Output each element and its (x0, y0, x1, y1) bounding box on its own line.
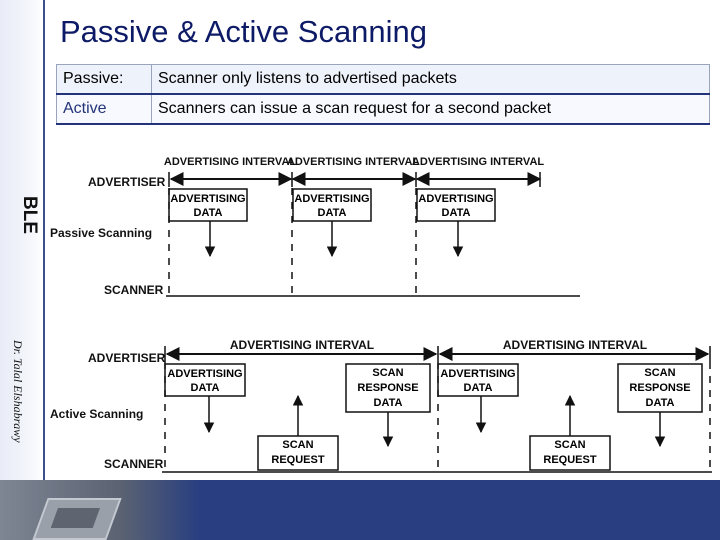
passive-interval-label: ADVERTISING INTERVAL (412, 156, 544, 168)
passive-interval-label: ADVERTISING INTERVAL (164, 156, 296, 168)
active-interval-label: ADVERTISING INTERVAL (230, 338, 374, 352)
advertising-packet: ADVERTISING DATA (168, 188, 248, 258)
description-passive: Scanner only listens to advertised packe… (151, 64, 710, 95)
advertising-packet: ADVERTISING DATA (164, 363, 246, 434)
scan-response-packet: SCAN RESPONSE DATA (345, 363, 431, 448)
active-interval-label: ADVERTISING INTERVAL (503, 338, 647, 352)
mode-label-passive: Passive Scanning (50, 226, 152, 240)
advertiser-label: ADVERTISER (88, 351, 166, 365)
definitions-table: Passive: Scanner only listens to adverti… (56, 64, 710, 125)
passive-timeline: ADVERTISING INTERVAL ADVERTISING INTERVA… (50, 156, 580, 298)
definition-row-active: Active Scanners can issue a scan request… (56, 93, 710, 125)
term-active: Active (56, 93, 152, 125)
passive-interval-label: ADVERTISING INTERVAL (287, 156, 419, 168)
scan-request: SCAN REQUEST (529, 394, 611, 471)
mode-label-active: Active Scanning (50, 407, 143, 421)
sidebar-divider (43, 0, 45, 480)
advertiser-label: ADVERTISER (88, 175, 166, 189)
slide-title: Passive & Active Scanning (60, 14, 428, 49)
author-name: Dr. Talal Elshabrawy (11, 340, 25, 443)
active-timeline: ADVERTISING INTERVAL ADVERTISING INTERVA… (50, 338, 712, 474)
advertising-packet: ADVERTISING DATA (416, 188, 496, 258)
left-sidebar (0, 0, 43, 540)
term-passive: Passive: (56, 64, 152, 95)
definition-row-passive: Passive: Scanner only listens to adverti… (56, 64, 710, 95)
section-label: BLE (19, 196, 40, 234)
scanning-diagram: ADVERTISING INTERVAL ADVERTISING INTERVA… (50, 156, 712, 474)
advertising-packet: ADVERTISING DATA (292, 188, 372, 258)
scan-response-packet: SCAN RESPONSE DATA (617, 363, 703, 448)
scanner-label: SCANNER (104, 283, 164, 297)
scan-request: SCAN REQUEST (257, 394, 339, 471)
scanner-label: SCANNER (104, 457, 164, 471)
advertising-packet: ADVERTISING DATA (437, 363, 519, 434)
description-active: Scanners can issue a scan request for a … (151, 93, 710, 125)
chip-image (0, 480, 200, 540)
